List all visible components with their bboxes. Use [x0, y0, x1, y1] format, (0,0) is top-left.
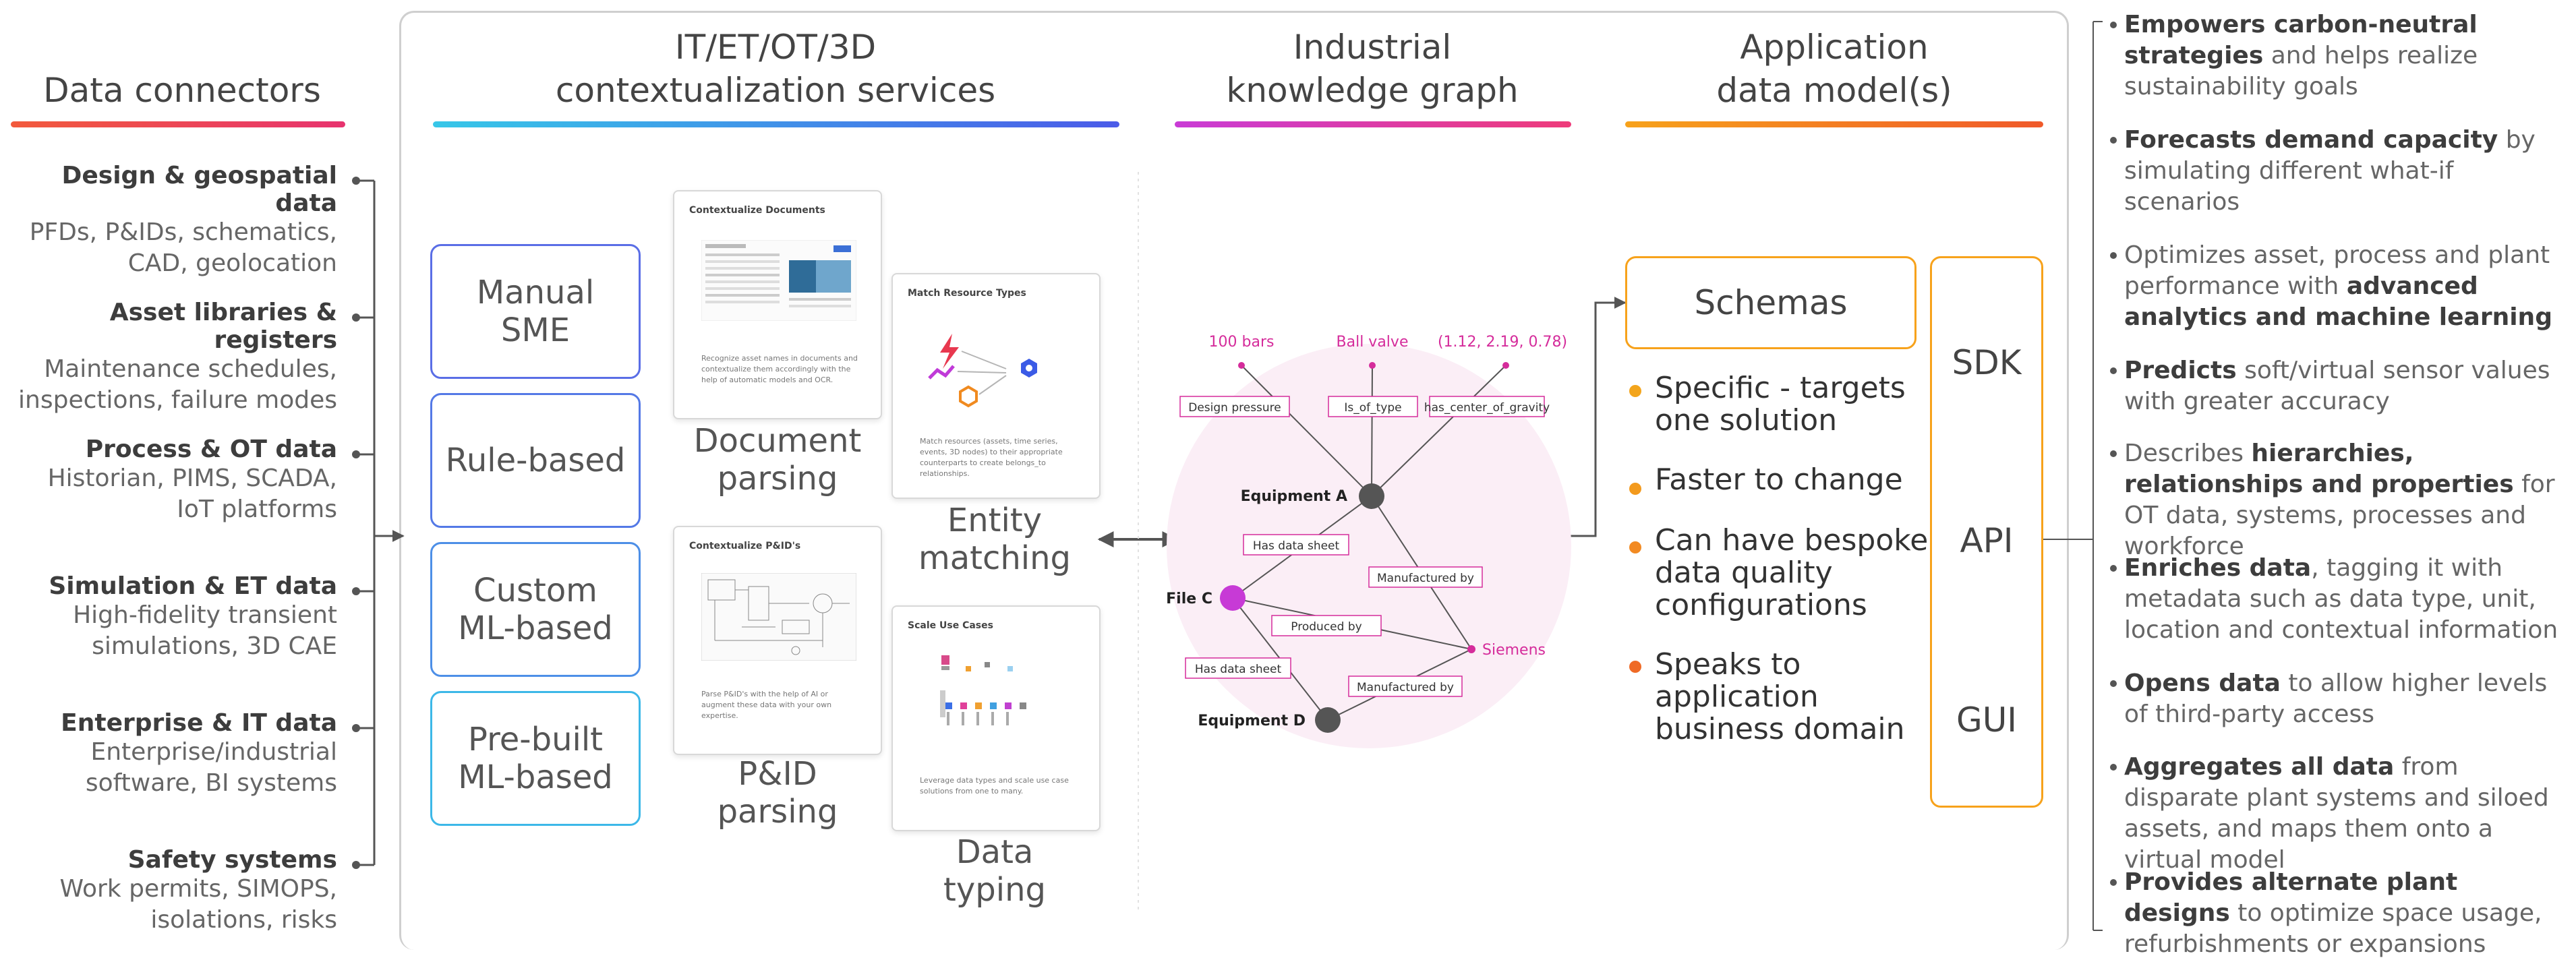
interface-sdk: SDK [1952, 343, 2022, 382]
pid-preview-image [701, 573, 856, 661]
connector-item: Enterprise & IT data Enterprise/industri… [61, 709, 337, 797]
card-data-typing: Scale Use Cases Leverage data types and … [891, 605, 1101, 831]
data-typing-icons [940, 655, 1026, 725]
interface-api: API [1960, 521, 2014, 560]
bullet-item: Faster to change [1655, 462, 1903, 497]
benefit-dot [2110, 252, 2117, 259]
connectors-bracket [356, 179, 405, 866]
connector-dots [352, 177, 360, 869]
connector-item: Asset libraries & registers Maintenance … [18, 299, 337, 414]
benefit-item: Empowers carbon-neutral strategies and h… [2124, 11, 2478, 100]
benefit-dot [2110, 879, 2117, 886]
svg-text:Produced by: Produced by [1291, 620, 1362, 634]
benefits-bracket [2043, 21, 2103, 931]
interfaces-box [1930, 256, 2043, 808]
card-title: Contextualize Documents [689, 205, 825, 216]
graph-value-pressure: 100 bars [1209, 334, 1275, 351]
svg-text:Manufactured by: Manufactured by [1357, 681, 1454, 694]
svg-text:Design pressure: Design pressure [1188, 401, 1281, 415]
header-connectors: Data connectors [43, 71, 321, 110]
entity-matching-icons [928, 334, 1037, 408]
contextualization-bar [433, 121, 1119, 127]
benefit-item: Describes hierarchies, relationships and… [2124, 440, 2555, 560]
bullet-dot [1629, 385, 1641, 397]
schemas-box: Schemas [1625, 256, 1916, 349]
svg-text:Manufactured by: Manufactured by [1377, 572, 1474, 585]
bullet-dot [1629, 483, 1641, 495]
benefit-dot [2110, 367, 2117, 374]
card-description: Parse P&ID's with the help of AI or augm… [701, 690, 832, 720]
benefit-item: Enriches data, tagging it with metadata … [2124, 554, 2558, 644]
benefit-item: Opens data to allow higher levels of thi… [2124, 669, 2548, 728]
graph-value-cog: (1.12, 2.19, 0.78) [1438, 334, 1567, 351]
svg-text:Has data sheet: Has data sheet [1195, 663, 1282, 676]
benefit-item: Predicts soft/virtual sensor values with… [2124, 357, 2550, 415]
connector-item: Process & OT data Historian, PIMS, SCADA… [47, 436, 337, 523]
benefit-item: Forecasts demand capacity by simulating … [2124, 126, 2536, 216]
bullet-dot [1629, 541, 1641, 553]
node-file-c [1220, 585, 1246, 611]
card-title: Contextualize P&ID's [689, 541, 801, 551]
method-rule-based: Rule-based [430, 393, 641, 528]
app-data-model-bar [1625, 121, 2043, 127]
card-description: Recognize asset names in documents and c… [701, 354, 858, 384]
connector-item: Safety systems Work permits, SIMOPS, iso… [59, 846, 337, 934]
benefit-dot [2110, 22, 2117, 28]
benefit-item: Provides alternate plant designs to opti… [2124, 868, 2542, 958]
card-title: Scale Use Cases [908, 620, 993, 631]
svg-text:has_center_of_gravity: has_center_of_gravity [1424, 401, 1550, 415]
card-description: Match resources (assets, time series, ev… [920, 437, 1063, 478]
benefit-dot [2110, 450, 2117, 457]
svg-text:Has data sheet: Has data sheet [1253, 539, 1340, 553]
benefit-dot [2110, 565, 2117, 572]
card-pid-parsing: Contextualize P&ID's Parse P&ID's with t… [673, 526, 882, 755]
main-frame [399, 11, 2069, 950]
card-entity-matching: Match Resource Types Match resources (as… [891, 273, 1101, 499]
node-label-siemens: Siemens [1482, 642, 1546, 659]
connectors-bar [11, 121, 345, 127]
connector-item: Simulation & ET data High-fidelity trans… [49, 572, 337, 660]
knowledge-graph: 100 bars Ball valve (1.12, 2.19, 0.78) D… [1167, 334, 1571, 748]
node-label-file-c: File C [1167, 591, 1212, 607]
card-title: Match Resource Types [908, 288, 1026, 299]
connector-item: Design & geospatial data PFDs, P&IDs, sc… [29, 162, 337, 277]
graph-to-schemas-arrow [1558, 297, 1627, 537]
document-preview-image [701, 240, 856, 321]
node-label-equipment-a: Equipment A [1241, 488, 1347, 505]
bullet-dot [1629, 661, 1641, 673]
interface-gui: GUI [1956, 700, 2018, 740]
node-label-equipment-d: Equipment D [1198, 713, 1306, 729]
benefit-dot [2110, 137, 2117, 144]
graph-value-type: Ball valve [1337, 334, 1409, 351]
benefit-dot [2110, 680, 2117, 687]
node-equipment-d [1315, 707, 1341, 733]
card-document-parsing: Contextualize Documents Recognize asset … [673, 190, 882, 419]
benefit-dot [2110, 764, 2117, 771]
node-equipment-a [1359, 483, 1384, 509]
svg-text:Is_of_type: Is_of_type [1344, 401, 1401, 415]
benefit-item: Optimizes asset, process and plant perfo… [2124, 241, 2552, 331]
knowledge-graph-bar [1175, 121, 1571, 127]
card-description: Leverage data types and scale use case s… [920, 776, 1069, 796]
edge-label [1179, 396, 1545, 697]
benefit-item: Aggregates all data from disparate plant… [2124, 753, 2549, 874]
